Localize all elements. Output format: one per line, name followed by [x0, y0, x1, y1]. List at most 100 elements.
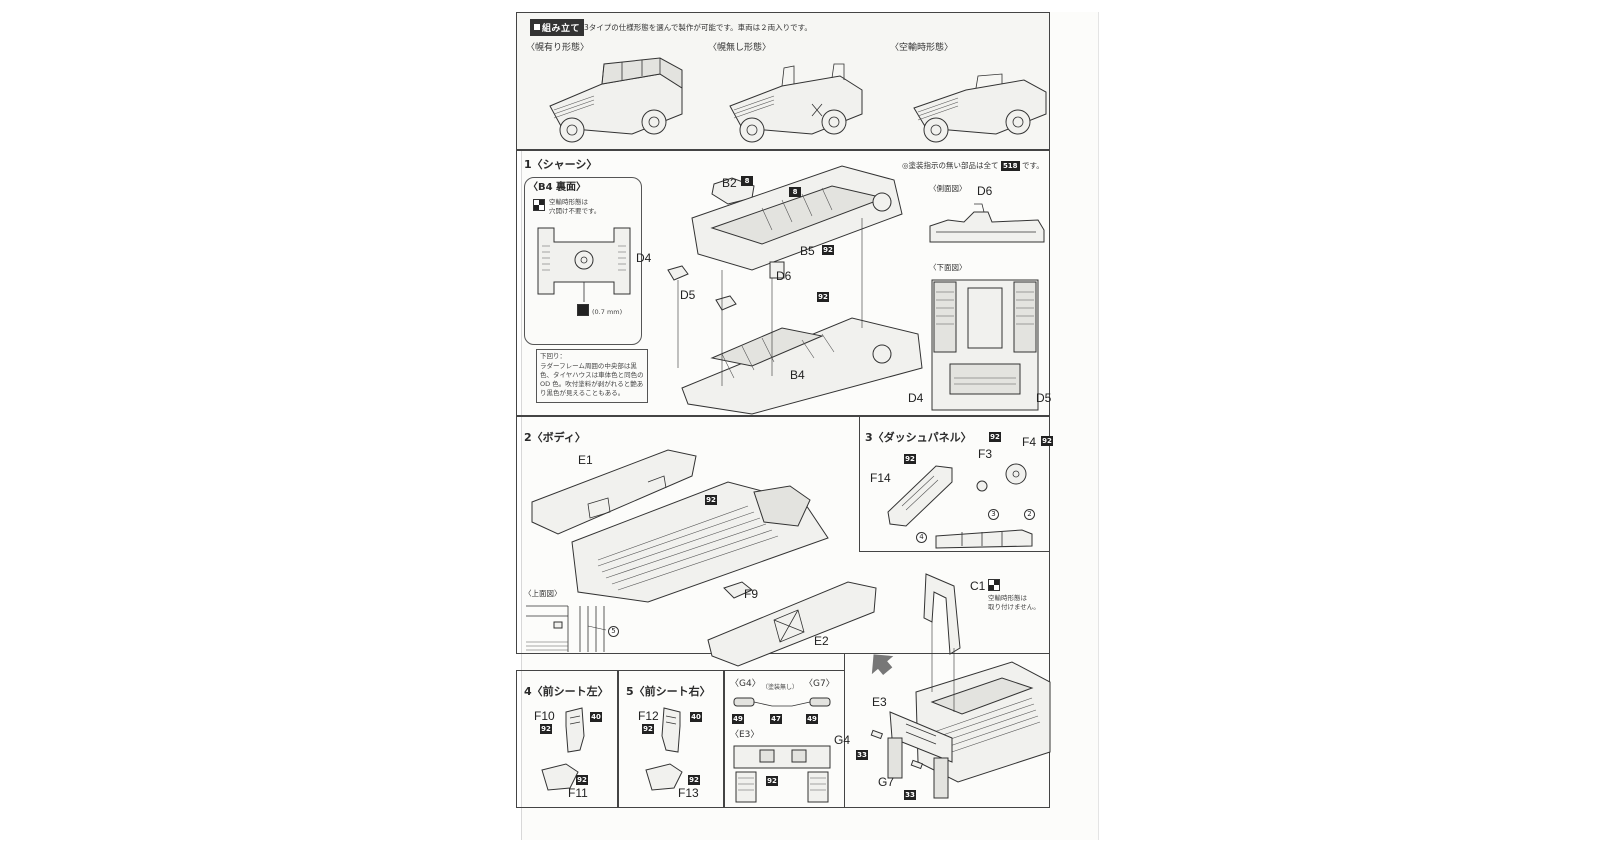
part-f4-color-badge: 92 [1041, 436, 1053, 446]
step4-title: 4〈前シート左〉 [524, 685, 609, 698]
part-d5-label: D5 [680, 288, 696, 302]
part-e3-label: E3 [872, 695, 887, 709]
part-e1-label: E1 [578, 453, 593, 467]
variant-label-airlift: 〈空輸時形態〉 [890, 43, 954, 53]
dash-panel-drawing [887, 463, 1033, 549]
part-b2-color-badge: 8 [741, 176, 753, 186]
side-view-title: 〈側面図〉 [929, 184, 967, 193]
dash-color-badge: 92 [989, 432, 1001, 442]
part-b4-color-badge: 92 [817, 292, 829, 302]
body-color-badge: 92 [705, 495, 717, 505]
rear-assembly-drawing [870, 573, 1051, 799]
instruction-sheet: 組み立て 3タイプの仕様形態を選んで製作が可能です。車両は２両入りです。 〈幌有… [516, 12, 1099, 840]
part-d4-label: D4 [636, 251, 652, 265]
no-paint-note: （塗装無し） [762, 684, 799, 691]
part-f4-label: F4 [1022, 435, 1037, 449]
part-b2-label: B2 [722, 176, 737, 190]
part-f12-alt-badge: 40 [690, 712, 702, 722]
variant-label-open: 〈幌無し形態〉 [708, 43, 772, 53]
section-label: 組み立て [530, 19, 585, 36]
top-view-title: 〈上面図〉 [524, 589, 562, 598]
step5-title: 5〈前シート右〉 [626, 685, 711, 698]
part-b4-label: B4 [790, 368, 805, 382]
underside-note-line: り黒色が見えることもある。 [540, 389, 625, 397]
g-parts-drawing [733, 697, 831, 707]
underside-note-line: OD 色。吹付塗料が剥がれると艶あ [540, 380, 644, 388]
e3-title: 〈E3〉 [730, 730, 760, 740]
vehicle-canvas-illustration [549, 57, 683, 143]
part-g7-label: G7 [878, 775, 895, 789]
c1-note-1: 空輸時形態は [988, 594, 1027, 602]
top-view-drawing [526, 605, 607, 652]
drill-size: (0.7 mm) [592, 308, 623, 316]
c1-note-2: 取り付けません。 [988, 603, 1040, 611]
seat-left-drawing [541, 707, 585, 791]
g-parts-panel [724, 670, 844, 808]
part-f13-color-badge: 92 [688, 775, 700, 785]
step1-panel [516, 150, 1050, 416]
side-view-d6-label: D6 [977, 184, 993, 198]
chassis-exploded-drawing [667, 165, 923, 415]
part-f12-color-badge: 92 [642, 724, 654, 734]
g4-color-badge: 49 [732, 714, 744, 724]
paint-note: ◎塗装指示の無い部品は全て 518 です。 [902, 161, 1044, 171]
callout-circle-2: 2 [1024, 509, 1035, 520]
g7-color-badge: 49 [806, 714, 818, 724]
g4-title: 〈G4〉 [730, 679, 761, 689]
part-f11-label: F11 [568, 786, 588, 800]
part-f14-label: F14 [870, 471, 891, 485]
underside-note-line: ラダーフレーム周囲の中央部は黒 [540, 362, 637, 370]
g7-title: 〈G7〉 [804, 679, 835, 689]
paint-pattern-icon [533, 199, 545, 211]
step2-title: 2〈ボディ〉 [524, 431, 586, 444]
part-f14-color-badge: 92 [904, 454, 916, 464]
vehicle-airlift-illustration [913, 73, 1047, 143]
callout-circle-3: 3 [988, 509, 999, 520]
part-c1-label: C1 [970, 579, 986, 593]
part-g4-label: G4 [834, 733, 851, 747]
step3-title: 3〈ダッシュパネル〉 [865, 431, 972, 444]
underside-note-line: 色、タイヤハウスは車体色と同色の [540, 371, 644, 379]
part-f12-label: F12 [638, 709, 659, 723]
part-f9-label: F9 [744, 587, 759, 601]
side-view-drawing [929, 203, 1045, 243]
vehicle-open-illustration [729, 63, 863, 143]
mid-color-badge: 47 [770, 714, 782, 724]
part-f13-label: F13 [678, 786, 699, 800]
underside-note [536, 349, 648, 403]
b4-airlift-note-1: 空輸時形態は [549, 198, 588, 206]
part-f3-label: F3 [978, 447, 993, 461]
body-exploded-drawing [531, 449, 877, 667]
step4-panel [516, 670, 618, 808]
bottom-view-d5-label: D5 [1036, 391, 1052, 405]
b4-airlift-note-2: 穴開け不要です。 [549, 207, 601, 215]
drill-icon [577, 304, 589, 316]
bottom-view-drawing [931, 279, 1039, 411]
step1-title: 1〈シャーシ〉 [524, 158, 598, 171]
part-f10-color-badge: 92 [540, 724, 552, 734]
callout-circle-5: 5 [608, 626, 619, 637]
part-b5-label: B5 [800, 244, 815, 258]
seat-right-drawing [645, 707, 683, 791]
e3-rear-drawing [733, 745, 831, 803]
paint-code-badge: 518 [1000, 161, 1020, 171]
part-f10-label: F10 [534, 709, 555, 723]
part-e2-label: E2 [814, 634, 829, 648]
g4-assembly-color-badge: 33 [856, 750, 868, 760]
part-d6-label: D6 [776, 269, 792, 283]
variant-label-canvas: 〈幌有り形態〉 [526, 43, 590, 53]
step5-panel [618, 670, 724, 808]
c1-pattern-icon [988, 579, 1000, 591]
callout-circle-4: 4 [916, 532, 927, 543]
part-f10-alt-badge: 40 [590, 712, 602, 722]
e3-color-badge: 92 [766, 776, 778, 786]
part-f11-color-badge: 92 [576, 775, 588, 785]
bottom-view-d4-label: D4 [908, 391, 924, 405]
b4-underside-title: 〈B4 裏面〉 [528, 182, 587, 193]
part-b5-color-badge: 92 [822, 245, 834, 255]
intro-text: 3タイプの仕様形態を選んで製作が可能です。車両は２両入りです。 [584, 23, 812, 32]
part-b5-top-color-badge: 8 [789, 187, 801, 197]
b4-underside-drawing [537, 227, 631, 302]
underside-note-heading: 下回り： [540, 352, 566, 360]
bottom-view-title: 〈下面図〉 [929, 263, 967, 272]
